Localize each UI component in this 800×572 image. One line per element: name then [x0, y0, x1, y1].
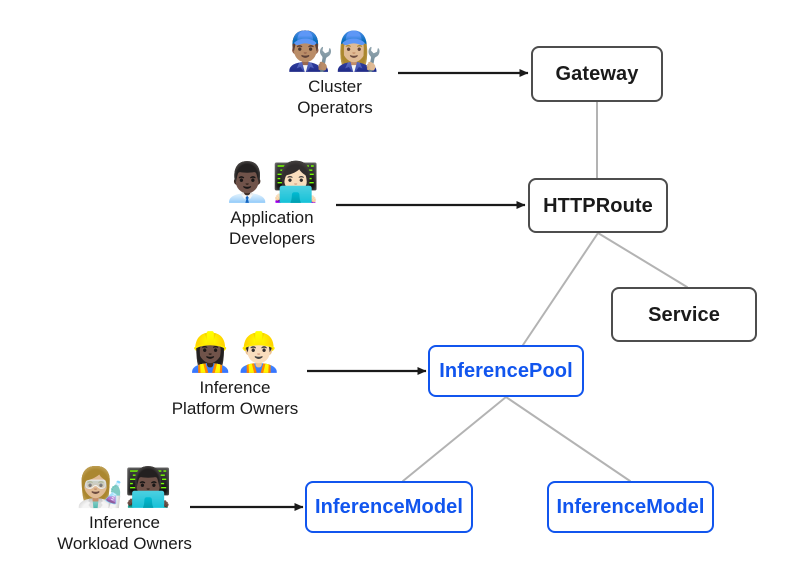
node-label: Gateway: [555, 63, 639, 85]
node-label: InferenceModel: [556, 496, 705, 518]
persona-label: Cluster Operators: [297, 77, 373, 117]
man-office-worker-icon+woman-technologist-icon: 👨🏿‍💼👩🏻‍💻: [223, 160, 321, 204]
persona-arrows: [190, 69, 529, 511]
node-inferencepool[interactable]: InferencePool: [428, 345, 584, 397]
edge-inferencepool-model1: [402, 396, 507, 482]
node-inferencemodel2[interactable]: InferenceModel: [547, 481, 714, 533]
edge-httproute-inferencepool: [522, 232, 599, 346]
woman-scientist-icon+man-technologist-icon: 👩🏼‍🔬👨🏿‍💻: [76, 465, 173, 509]
edge-httproute-service: [597, 232, 688, 288]
node-label: Service: [648, 303, 720, 326]
node-service[interactable]: Service: [611, 287, 757, 342]
node-label: InferenceModel: [314, 496, 464, 518]
persona-label: Application Developers: [229, 208, 315, 248]
node-label: HTTPRoute: [543, 194, 653, 217]
persona-inference-platform-owners: 👷🏿‍♀️👷🏻‍♂️Inference Platform Owners: [165, 333, 305, 419]
edge-inferencepool-model2: [505, 396, 631, 482]
man-mechanic-icon+woman-mechanic-icon: 👨🏽‍🔧👩🏼‍🔧: [286, 29, 384, 73]
persona-application-developers: 👨🏿‍💼👩🏻‍💻Application Developers: [213, 163, 331, 249]
node-label: InferencePool: [439, 360, 573, 382]
node-httproute[interactable]: HTTPRoute: [528, 178, 668, 233]
node-inferencemodel1[interactable]: InferenceModel: [305, 481, 473, 533]
persona-inference-workload-owners: 👩🏼‍🔬👨🏿‍💻Inference Workload Owners: [52, 468, 197, 554]
persona-label: Inference Platform Owners: [171, 378, 299, 418]
node-gateway[interactable]: Gateway: [531, 46, 663, 102]
persona-cluster-operators: 👨🏽‍🔧👩🏼‍🔧Cluster Operators: [276, 32, 394, 118]
persona-label: Inference Workload Owners: [57, 513, 192, 553]
woman-construction-worker-icon+man-construction-worker-icon: 👷🏿‍♀️👷🏻‍♂️: [186, 330, 284, 374]
